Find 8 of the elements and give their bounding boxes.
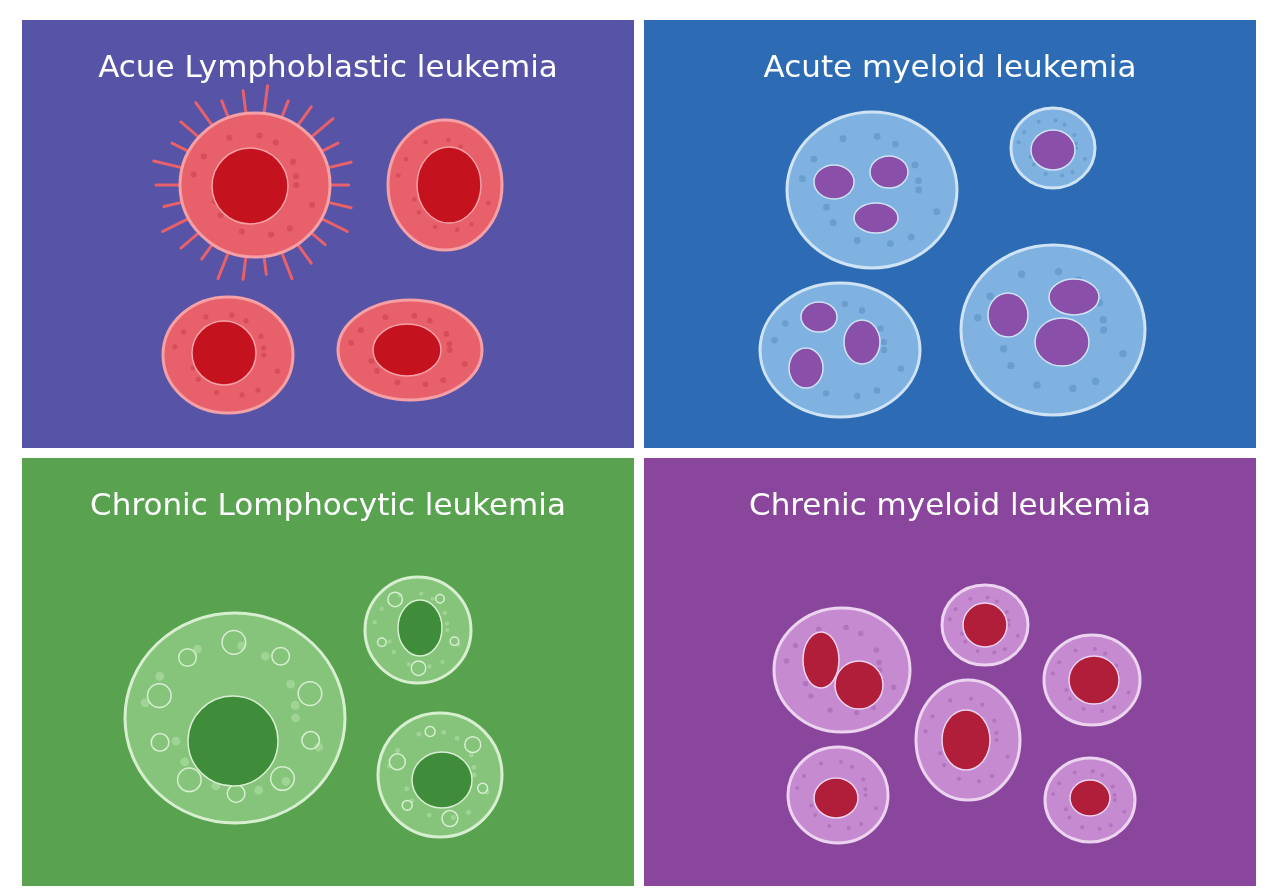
panel-title: Chrenic myeloid leukemia: [748, 486, 1152, 522]
panel: [22, 20, 634, 448]
panel: [22, 458, 634, 886]
panel-title: Acute myeloid leukemia: [762, 48, 1138, 84]
panel: [644, 20, 1256, 448]
panel: [644, 458, 1256, 886]
panel-title: Chronic Lomphocytic leukemia: [89, 486, 567, 522]
panel-title: Acue Lymphoblastic leukemia: [97, 48, 559, 84]
